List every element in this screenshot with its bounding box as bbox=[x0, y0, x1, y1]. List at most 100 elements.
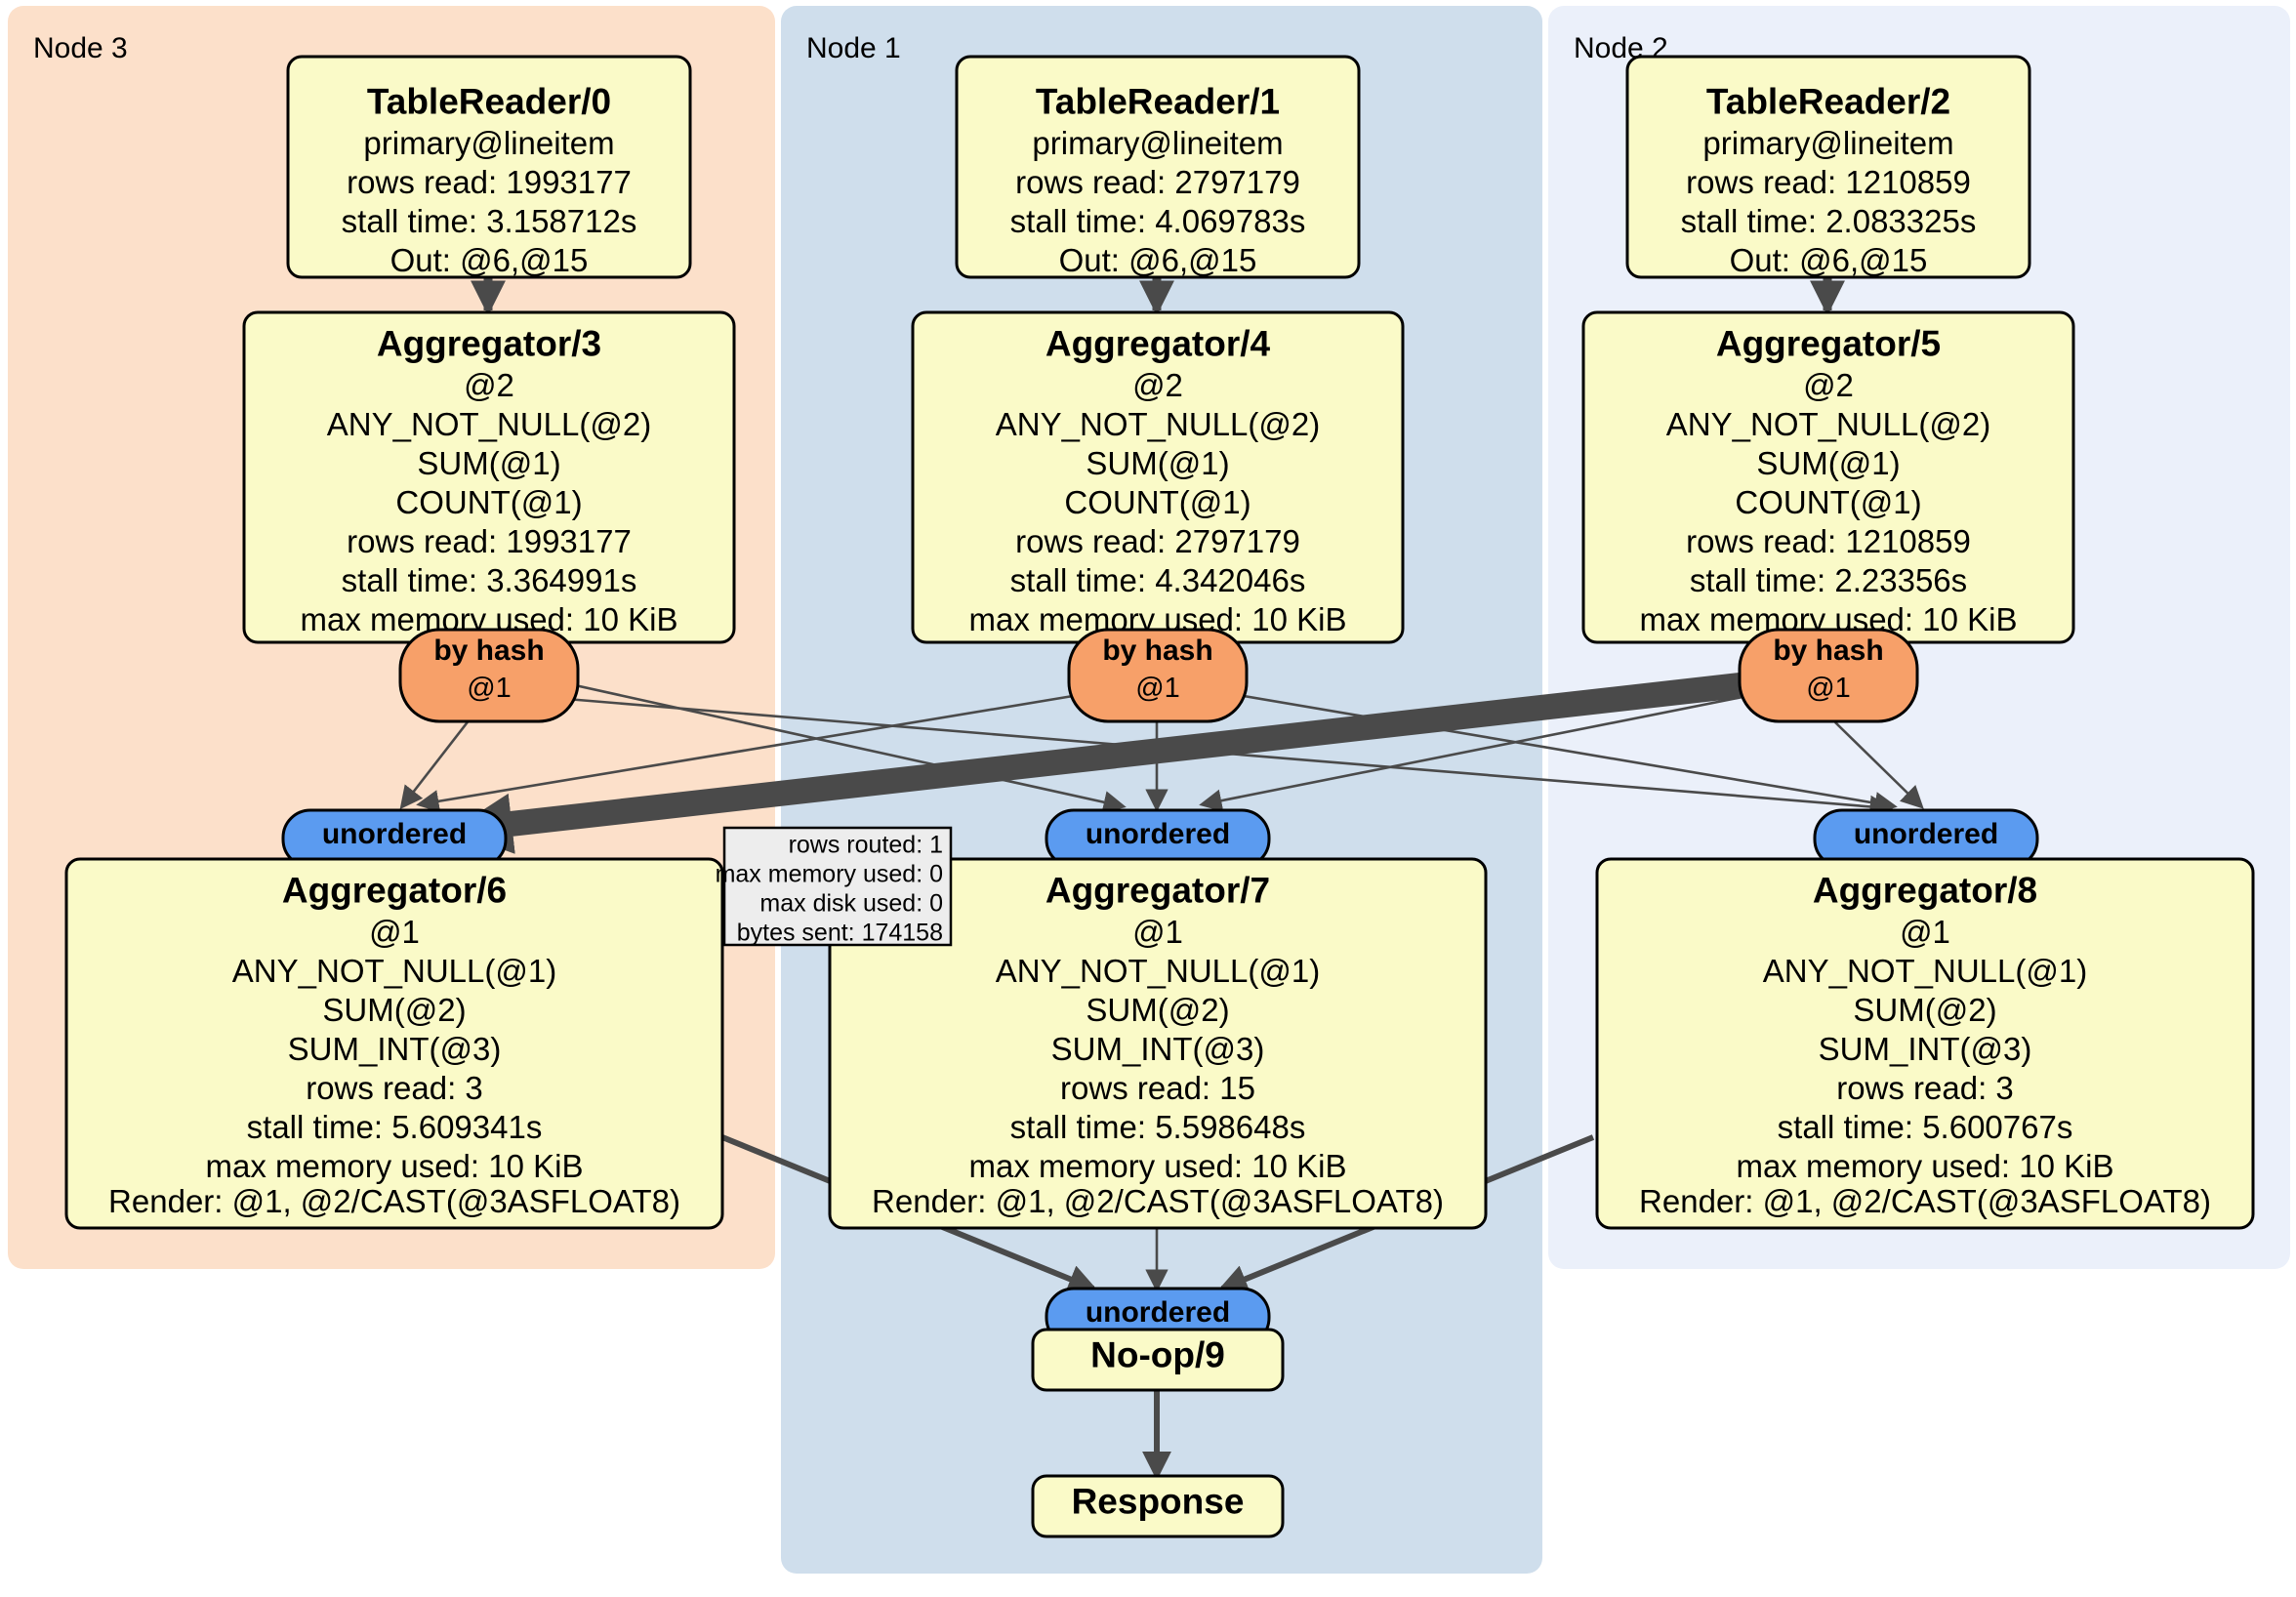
node-detail-line: stall time: 3.158712s bbox=[342, 203, 637, 239]
operator-node-aggregator-7[interactable]: Aggregator/7 @1 ANY_NOT_NULL(@1) SUM(@2)… bbox=[828, 857, 1488, 1230]
node-detail-line: SUM_INT(@3) bbox=[1051, 1031, 1265, 1067]
node-detail-line: SUM(@1) bbox=[1756, 445, 1900, 481]
node-detail-line: stall time: 2.23356s bbox=[1690, 562, 1967, 598]
node-detail-line: SUM_INT(@3) bbox=[288, 1031, 502, 1067]
node-title: Aggregator/6 bbox=[282, 870, 507, 910]
router-badge-title: by hash bbox=[433, 635, 544, 667]
node-detail-line: ANY_NOT_NULL(@1) bbox=[996, 953, 1320, 989]
operator-node-tablereader-1[interactable]: TableReader/1 primary@lineitem rows read… bbox=[955, 55, 1361, 279]
node-detail-line: Out: @6,@15 bbox=[1059, 242, 1257, 278]
operator-node-aggregator-8[interactable]: Aggregator/8 @1 ANY_NOT_NULL(@1) SUM(@2)… bbox=[1595, 857, 2255, 1230]
node-title: TableReader/0 bbox=[367, 81, 611, 121]
router-badge-column: @1 bbox=[467, 673, 512, 704]
node-detail-line: SUM_INT(@3) bbox=[1819, 1031, 2032, 1067]
node-detail-line: rows read: 15 bbox=[1060, 1070, 1255, 1106]
edge-hash4-to-unordered-a bbox=[416, 693, 1080, 813]
node-title: TableReader/1 bbox=[1036, 81, 1280, 121]
tooltip-line: max memory used: 0 bbox=[716, 861, 943, 888]
router-badge-title: by hash bbox=[1102, 635, 1212, 667]
edge-hash3-to-unordered-a bbox=[399, 710, 478, 810]
stream-badge-unordered-node-2[interactable]: unordered bbox=[1813, 808, 2039, 869]
router-badge-by-hash-node-2[interactable]: by hash @1 bbox=[1738, 628, 1919, 723]
node-detail-line: max memory used: 10 KiB bbox=[1737, 1148, 2114, 1184]
node-detail-line: rows read: 3 bbox=[1836, 1070, 2014, 1106]
node-detail-line: stall time: 4.069783s bbox=[1010, 203, 1306, 239]
operator-node-aggregator-5[interactable]: Aggregator/5 @2 ANY_NOT_NULL(@2) SUM(@1)… bbox=[1581, 310, 2075, 644]
node-detail-line: SUM(@2) bbox=[1853, 992, 1996, 1028]
router-badge-column: @1 bbox=[1806, 673, 1851, 704]
stream-badge-label: unordered bbox=[1854, 818, 1998, 850]
node-detail-line: SUM(@2) bbox=[1086, 992, 1229, 1028]
edge-hash5-to-unordered-b bbox=[1199, 693, 1753, 812]
node-detail-line: rows read: 1210859 bbox=[1686, 164, 1971, 200]
node-title: Aggregator/4 bbox=[1046, 323, 1271, 363]
operator-node-tablereader-0[interactable]: TableReader/0 primary@lineitem rows read… bbox=[286, 55, 692, 279]
node-detail-line: stall time: 5.600767s bbox=[1778, 1109, 2073, 1145]
router-badge-column: @1 bbox=[1135, 673, 1180, 704]
node-detail-line: @1 bbox=[369, 914, 420, 950]
operator-node-tablereader-2[interactable]: TableReader/2 primary@lineitem rows read… bbox=[1625, 55, 2031, 279]
node-title: TableReader/2 bbox=[1706, 81, 1950, 121]
node-detail-line: @2 bbox=[1803, 367, 1854, 403]
stream-badge-label: unordered bbox=[1086, 818, 1230, 850]
node-detail-line: COUNT(@1) bbox=[1064, 484, 1250, 520]
operator-node-aggregator-6[interactable]: Aggregator/6 @1 ANY_NOT_NULL(@1) SUM(@2)… bbox=[64, 857, 724, 1230]
node-detail-line: stall time: 4.342046s bbox=[1010, 562, 1306, 598]
node-detail-line: ANY_NOT_NULL(@1) bbox=[232, 953, 556, 989]
node-detail-line: @1 bbox=[1900, 914, 1950, 950]
operator-node-aggregator-4[interactable]: Aggregator/4 @2 ANY_NOT_NULL(@2) SUM(@1)… bbox=[911, 310, 1405, 644]
node-detail-line: max memory used: 10 KiB bbox=[206, 1148, 584, 1184]
edge-hash5-to-unordered-c bbox=[1834, 721, 1924, 809]
node-title: Aggregator/3 bbox=[377, 323, 601, 363]
node-detail-line: stall time: 3.364991s bbox=[342, 562, 637, 598]
stream-badge-label: unordered bbox=[1086, 1296, 1230, 1329]
node-detail-line: stall time: 5.598648s bbox=[1010, 1109, 1306, 1145]
node-detail-line: @2 bbox=[464, 367, 514, 403]
node-detail-line: max memory used: 10 KiB bbox=[969, 1148, 1347, 1184]
node-detail-line: rows read: 1993177 bbox=[347, 164, 632, 200]
stream-badge-label: unordered bbox=[322, 818, 467, 850]
node-detail-line: Out: @6,@15 bbox=[1730, 242, 1928, 278]
stream-badge-unordered-node-3[interactable]: unordered bbox=[281, 808, 508, 869]
node-detail-line: rows read: 1210859 bbox=[1686, 523, 1971, 559]
cluster-label-node-1: Node 1 bbox=[806, 32, 901, 64]
tooltip-line: rows routed: 1 bbox=[789, 832, 943, 859]
operator-node-noop-9[interactable]: No-op/9 bbox=[1031, 1328, 1285, 1392]
router-badge-by-hash-node-3[interactable]: by hash @1 bbox=[398, 628, 580, 723]
node-detail-line: stall time: 5.609341s bbox=[247, 1109, 543, 1145]
node-render-line: Render: @1, @2/CAST(@3ASFLOAT8) bbox=[108, 1183, 680, 1219]
node-detail-line: stall time: 2.083325s bbox=[1681, 203, 1977, 239]
edge-hash5-to-unordered-a-highlighted bbox=[451, 671, 1759, 854]
operator-node-aggregator-3[interactable]: Aggregator/3 @2 ANY_NOT_NULL(@2) SUM(@1)… bbox=[242, 310, 736, 644]
node-detail-line: ANY_NOT_NULL(@1) bbox=[1763, 953, 2087, 989]
node-detail-line: rows read: 2797179 bbox=[1015, 523, 1300, 559]
router-badge-by-hash-node-1[interactable]: by hash @1 bbox=[1067, 628, 1249, 723]
node-detail-line: @2 bbox=[1132, 367, 1183, 403]
node-detail-line: SUM(@1) bbox=[1086, 445, 1229, 481]
node-detail-line: primary@lineitem bbox=[363, 125, 614, 161]
stream-badge-unordered-node-1[interactable]: unordered bbox=[1045, 808, 1271, 869]
node-detail-line: COUNT(@1) bbox=[395, 484, 582, 520]
tooltip-line: max disk used: 0 bbox=[759, 890, 943, 918]
node-title: Aggregator/8 bbox=[1813, 870, 2037, 910]
edge-hash4-to-unordered-c bbox=[1237, 693, 1898, 815]
node-detail-line: SUM(@1) bbox=[417, 445, 560, 481]
edge-hash3-to-unordered-b bbox=[565, 681, 1127, 814]
tooltip-line: bytes sent: 174158 bbox=[737, 920, 943, 947]
node-detail-line: rows read: 1993177 bbox=[347, 523, 632, 559]
node-detail-line: rows read: 2797179 bbox=[1015, 164, 1300, 200]
node-detail-line: ANY_NOT_NULL(@2) bbox=[996, 406, 1320, 442]
operator-node-response[interactable]: Response bbox=[1031, 1474, 1285, 1538]
node-detail-line: rows read: 3 bbox=[306, 1070, 483, 1106]
router-stats-tooltip: rows routed: 1 max memory used: 0 max di… bbox=[716, 826, 953, 947]
node-detail-line: COUNT(@1) bbox=[1735, 484, 1921, 520]
node-detail-line: SUM(@2) bbox=[322, 992, 466, 1028]
node-detail-line: ANY_NOT_NULL(@2) bbox=[1666, 406, 1990, 442]
node-render-line: Render: @1, @2/CAST(@3ASFLOAT8) bbox=[872, 1183, 1444, 1219]
node-detail-line: primary@lineitem bbox=[1032, 125, 1283, 161]
node-title: Aggregator/5 bbox=[1716, 323, 1941, 363]
node-title: No-op/9 bbox=[1090, 1334, 1225, 1374]
node-title: Aggregator/7 bbox=[1046, 870, 1270, 910]
